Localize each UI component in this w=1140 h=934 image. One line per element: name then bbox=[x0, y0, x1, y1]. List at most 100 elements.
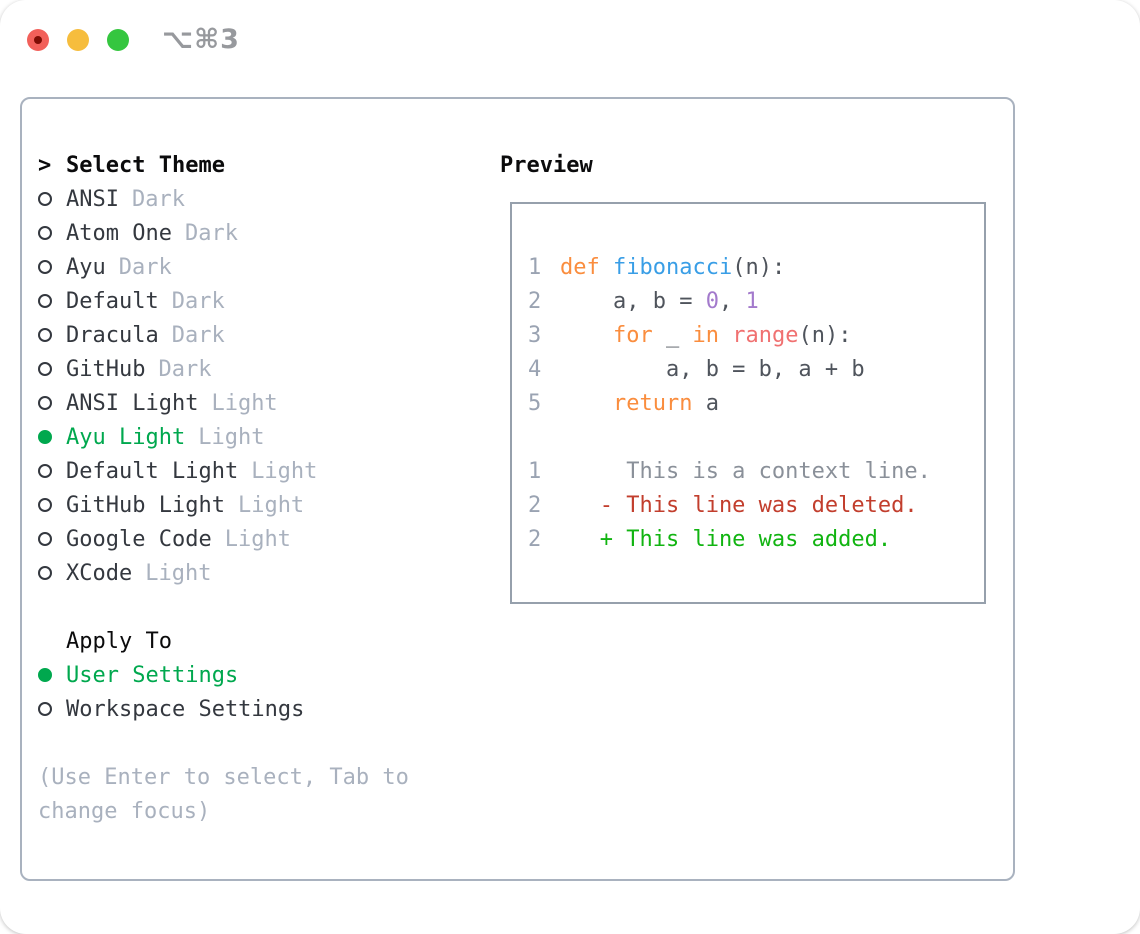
code-line: 4 a, b = b, a + b bbox=[528, 352, 984, 386]
help-text-line-1: (Use Enter to select, Tab to bbox=[38, 764, 409, 790]
line-number: 2 bbox=[528, 526, 542, 552]
theme-variant-tag: Dark bbox=[184, 220, 238, 246]
help-text-line-2: change focus) bbox=[38, 798, 211, 824]
theme-option-7[interactable]: Ayu Light Light bbox=[38, 420, 409, 454]
radio-icon bbox=[38, 464, 52, 478]
code-line-text: a, b = 0, 1 bbox=[560, 288, 759, 314]
radio-cell bbox=[38, 532, 66, 546]
radio-icon bbox=[38, 702, 52, 716]
theme-option-label: Ayu bbox=[66, 254, 106, 280]
theme-option-label: GitHub Light bbox=[66, 492, 225, 518]
help-text: (Use Enter to select, Tab to change focu… bbox=[38, 760, 409, 828]
radio-icon bbox=[38, 498, 52, 512]
theme-variant-tag: Dark bbox=[171, 322, 225, 348]
theme-option-1[interactable]: Atom One Dark bbox=[38, 216, 409, 250]
theme-option-label: Dracula bbox=[66, 322, 159, 348]
radio-cell bbox=[38, 668, 66, 682]
theme-option-8[interactable]: Default Light Light bbox=[38, 454, 409, 488]
theme-variant-tag: Light bbox=[224, 526, 291, 552]
radio-icon bbox=[38, 362, 52, 376]
select-theme-header: > Select Theme bbox=[38, 148, 409, 182]
radio-cell bbox=[38, 702, 66, 716]
theme-variant-tag: Dark bbox=[131, 186, 185, 212]
radio-cell bbox=[38, 566, 66, 580]
theme-variant-tag: Light bbox=[237, 492, 305, 518]
theme-variant-tag: Dark bbox=[171, 288, 225, 314]
code-line-text: for _ in range(n): bbox=[612, 322, 852, 348]
radio-icon bbox=[38, 192, 52, 206]
diff-line-text: - This line was deleted. bbox=[560, 492, 918, 518]
radio-cell bbox=[38, 328, 66, 342]
radio-cell bbox=[38, 430, 66, 444]
theme-option-0[interactable]: ANSI Dark bbox=[38, 182, 409, 216]
radio-icon bbox=[38, 328, 52, 342]
code-line: 2 a, b = 0, 1 bbox=[528, 284, 984, 318]
radio-icon bbox=[38, 260, 52, 274]
theme-option-label: Default Light bbox=[66, 458, 239, 484]
theme-option-4[interactable]: Dracula Dark bbox=[38, 318, 409, 352]
radio-cell bbox=[38, 396, 66, 410]
radio-cell bbox=[38, 294, 66, 308]
theme-option-label: ANSI bbox=[66, 186, 119, 212]
theme-option-label: GitHub bbox=[66, 356, 146, 382]
radio-cell bbox=[38, 498, 66, 512]
theme-variant-tag: Dark bbox=[158, 356, 212, 382]
diff-line: 1 This is a context line. bbox=[528, 454, 984, 488]
line-number: 1 bbox=[528, 254, 542, 280]
line-number: 2 bbox=[528, 492, 542, 518]
theme-option-9[interactable]: GitHub Light Light bbox=[38, 488, 409, 522]
theme-option-label: Default bbox=[66, 288, 159, 314]
keyboard-shortcut-label: ⌥⌘3 bbox=[162, 24, 240, 55]
theme-variant-tag: Light bbox=[211, 390, 278, 416]
line-number: 3 bbox=[528, 322, 542, 348]
code-line: 3 for _ in range(n): bbox=[528, 318, 984, 352]
close-button[interactable] bbox=[27, 29, 49, 51]
apply-option-0[interactable]: User Settings bbox=[38, 658, 409, 692]
code-line-text: a, b = b, a + b bbox=[560, 356, 865, 382]
theme-variant-tag: Light bbox=[198, 424, 265, 450]
radio-cell bbox=[38, 362, 66, 376]
theme-option-label: XCode bbox=[66, 560, 133, 586]
radio-cell bbox=[38, 192, 66, 206]
theme-option-label: Ayu Light bbox=[66, 424, 186, 450]
radio-icon bbox=[38, 294, 52, 308]
apply-to-header: Apply To bbox=[38, 624, 409, 658]
minimize-button[interactable] bbox=[67, 29, 89, 51]
select-theme-title: Select Theme bbox=[66, 152, 225, 178]
theme-option-label: Atom One bbox=[66, 220, 172, 246]
diff-line-text: This is a context line. bbox=[560, 458, 931, 484]
apply-option-label: User Settings bbox=[66, 662, 239, 688]
code-line: 5 return a bbox=[528, 386, 984, 420]
diff-line: 2 + This line was added. bbox=[528, 522, 984, 556]
radio-cell bbox=[38, 260, 66, 274]
theme-option-10[interactable]: Google Code Light bbox=[38, 522, 409, 556]
theme-option-5[interactable]: GitHub Dark bbox=[38, 352, 409, 386]
preview-title: Preview bbox=[500, 152, 593, 178]
apply-option-1[interactable]: Workspace Settings bbox=[38, 692, 409, 726]
theme-variant-tag: Dark bbox=[118, 254, 172, 280]
radio-icon bbox=[38, 566, 52, 580]
close-dot-icon bbox=[34, 36, 42, 44]
radio-cell bbox=[38, 464, 66, 478]
theme-option-2[interactable]: Ayu Dark bbox=[38, 250, 409, 284]
zoom-button[interactable] bbox=[107, 29, 129, 51]
radio-cell bbox=[38, 226, 66, 240]
theme-variant-tag: Light bbox=[251, 458, 318, 484]
diff-line: 2 - This line was deleted. bbox=[528, 488, 984, 522]
radio-icon bbox=[38, 396, 52, 410]
diff-preview: 1 This is a context line.2 - This line w… bbox=[528, 454, 984, 556]
diff-line-text: + This line was added. bbox=[560, 526, 892, 552]
focus-caret-icon: > bbox=[38, 152, 52, 178]
radio-icon bbox=[38, 226, 52, 240]
theme-option-3[interactable]: Default Dark bbox=[38, 284, 409, 318]
theme-option-label: Google Code bbox=[66, 526, 212, 552]
radio-selected-icon bbox=[38, 430, 52, 444]
